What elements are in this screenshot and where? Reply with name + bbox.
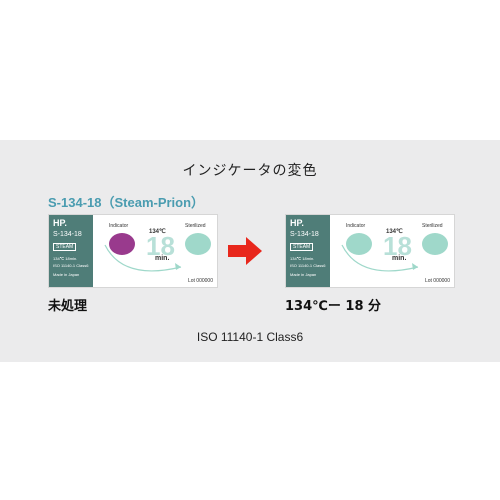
spec-line: 134℃ 18min. bbox=[290, 256, 315, 261]
minutes-label: min. bbox=[155, 255, 170, 262]
lot-number: Lot 000000 bbox=[424, 278, 450, 284]
sterilized-reference-dot bbox=[185, 233, 211, 255]
spec-line: Made in Japan bbox=[53, 272, 80, 277]
steam-tag: STEAM bbox=[53, 243, 77, 251]
brand-strip: HP. S-134-18 STEAM 134℃ 18min. ISO 11140… bbox=[286, 215, 330, 287]
product-name: S-134-18（Steam-Prion） bbox=[48, 195, 205, 210]
indicator-card-after: HP. S-134-18 STEAM 134℃ 18min. ISO 11140… bbox=[285, 214, 455, 288]
spec-line: Made in Japan bbox=[290, 272, 317, 277]
steam-tag: STEAM bbox=[290, 243, 314, 251]
brand-strip: HP. S-134-18 STEAM 134℃ 18min. ISO 11140… bbox=[49, 215, 93, 287]
spec-line: ISO 11140-1 Class6 bbox=[290, 263, 326, 268]
indicator-dot bbox=[346, 233, 372, 255]
sterilized-label: Sterilized bbox=[185, 223, 206, 229]
minutes-label: min. bbox=[392, 255, 407, 262]
sterilized-reference-dot bbox=[422, 233, 448, 255]
process-arc bbox=[341, 244, 419, 272]
spec-line: ISO 11140-1 Class6 bbox=[53, 263, 89, 268]
caption-untreated: 未処理 bbox=[48, 299, 88, 314]
brand-logo: HP. bbox=[53, 218, 67, 228]
right-arrow-icon bbox=[228, 237, 262, 265]
model-label: S-134-18 bbox=[53, 231, 82, 238]
temperature-label: 134℃ bbox=[386, 229, 403, 235]
brand-logo: HP. bbox=[290, 218, 304, 228]
standard-label: ISO 11140-1 Class6 bbox=[196, 330, 304, 344]
sterilized-label: Sterilized bbox=[422, 223, 443, 229]
indicator-card-before: HP. S-134-18 STEAM 134℃ 18min. ISO 11140… bbox=[48, 214, 218, 288]
time-number: 18 bbox=[146, 231, 175, 261]
model-label: S-134-18 bbox=[290, 231, 319, 238]
process-arc bbox=[104, 244, 182, 272]
lot-number: Lot 000000 bbox=[187, 278, 213, 284]
temperature-label: 134℃ bbox=[149, 229, 166, 235]
caption-treated: 134℃ー 18 分 bbox=[285, 299, 382, 314]
indicator-label: Indicator bbox=[346, 223, 366, 229]
indicator-label: Indicator bbox=[109, 223, 129, 229]
indicator-dot bbox=[109, 233, 135, 255]
page-title: インジケータの変色 bbox=[182, 163, 318, 179]
spec-line: 134℃ 18min. bbox=[53, 256, 78, 261]
time-number: 18 bbox=[383, 231, 412, 261]
